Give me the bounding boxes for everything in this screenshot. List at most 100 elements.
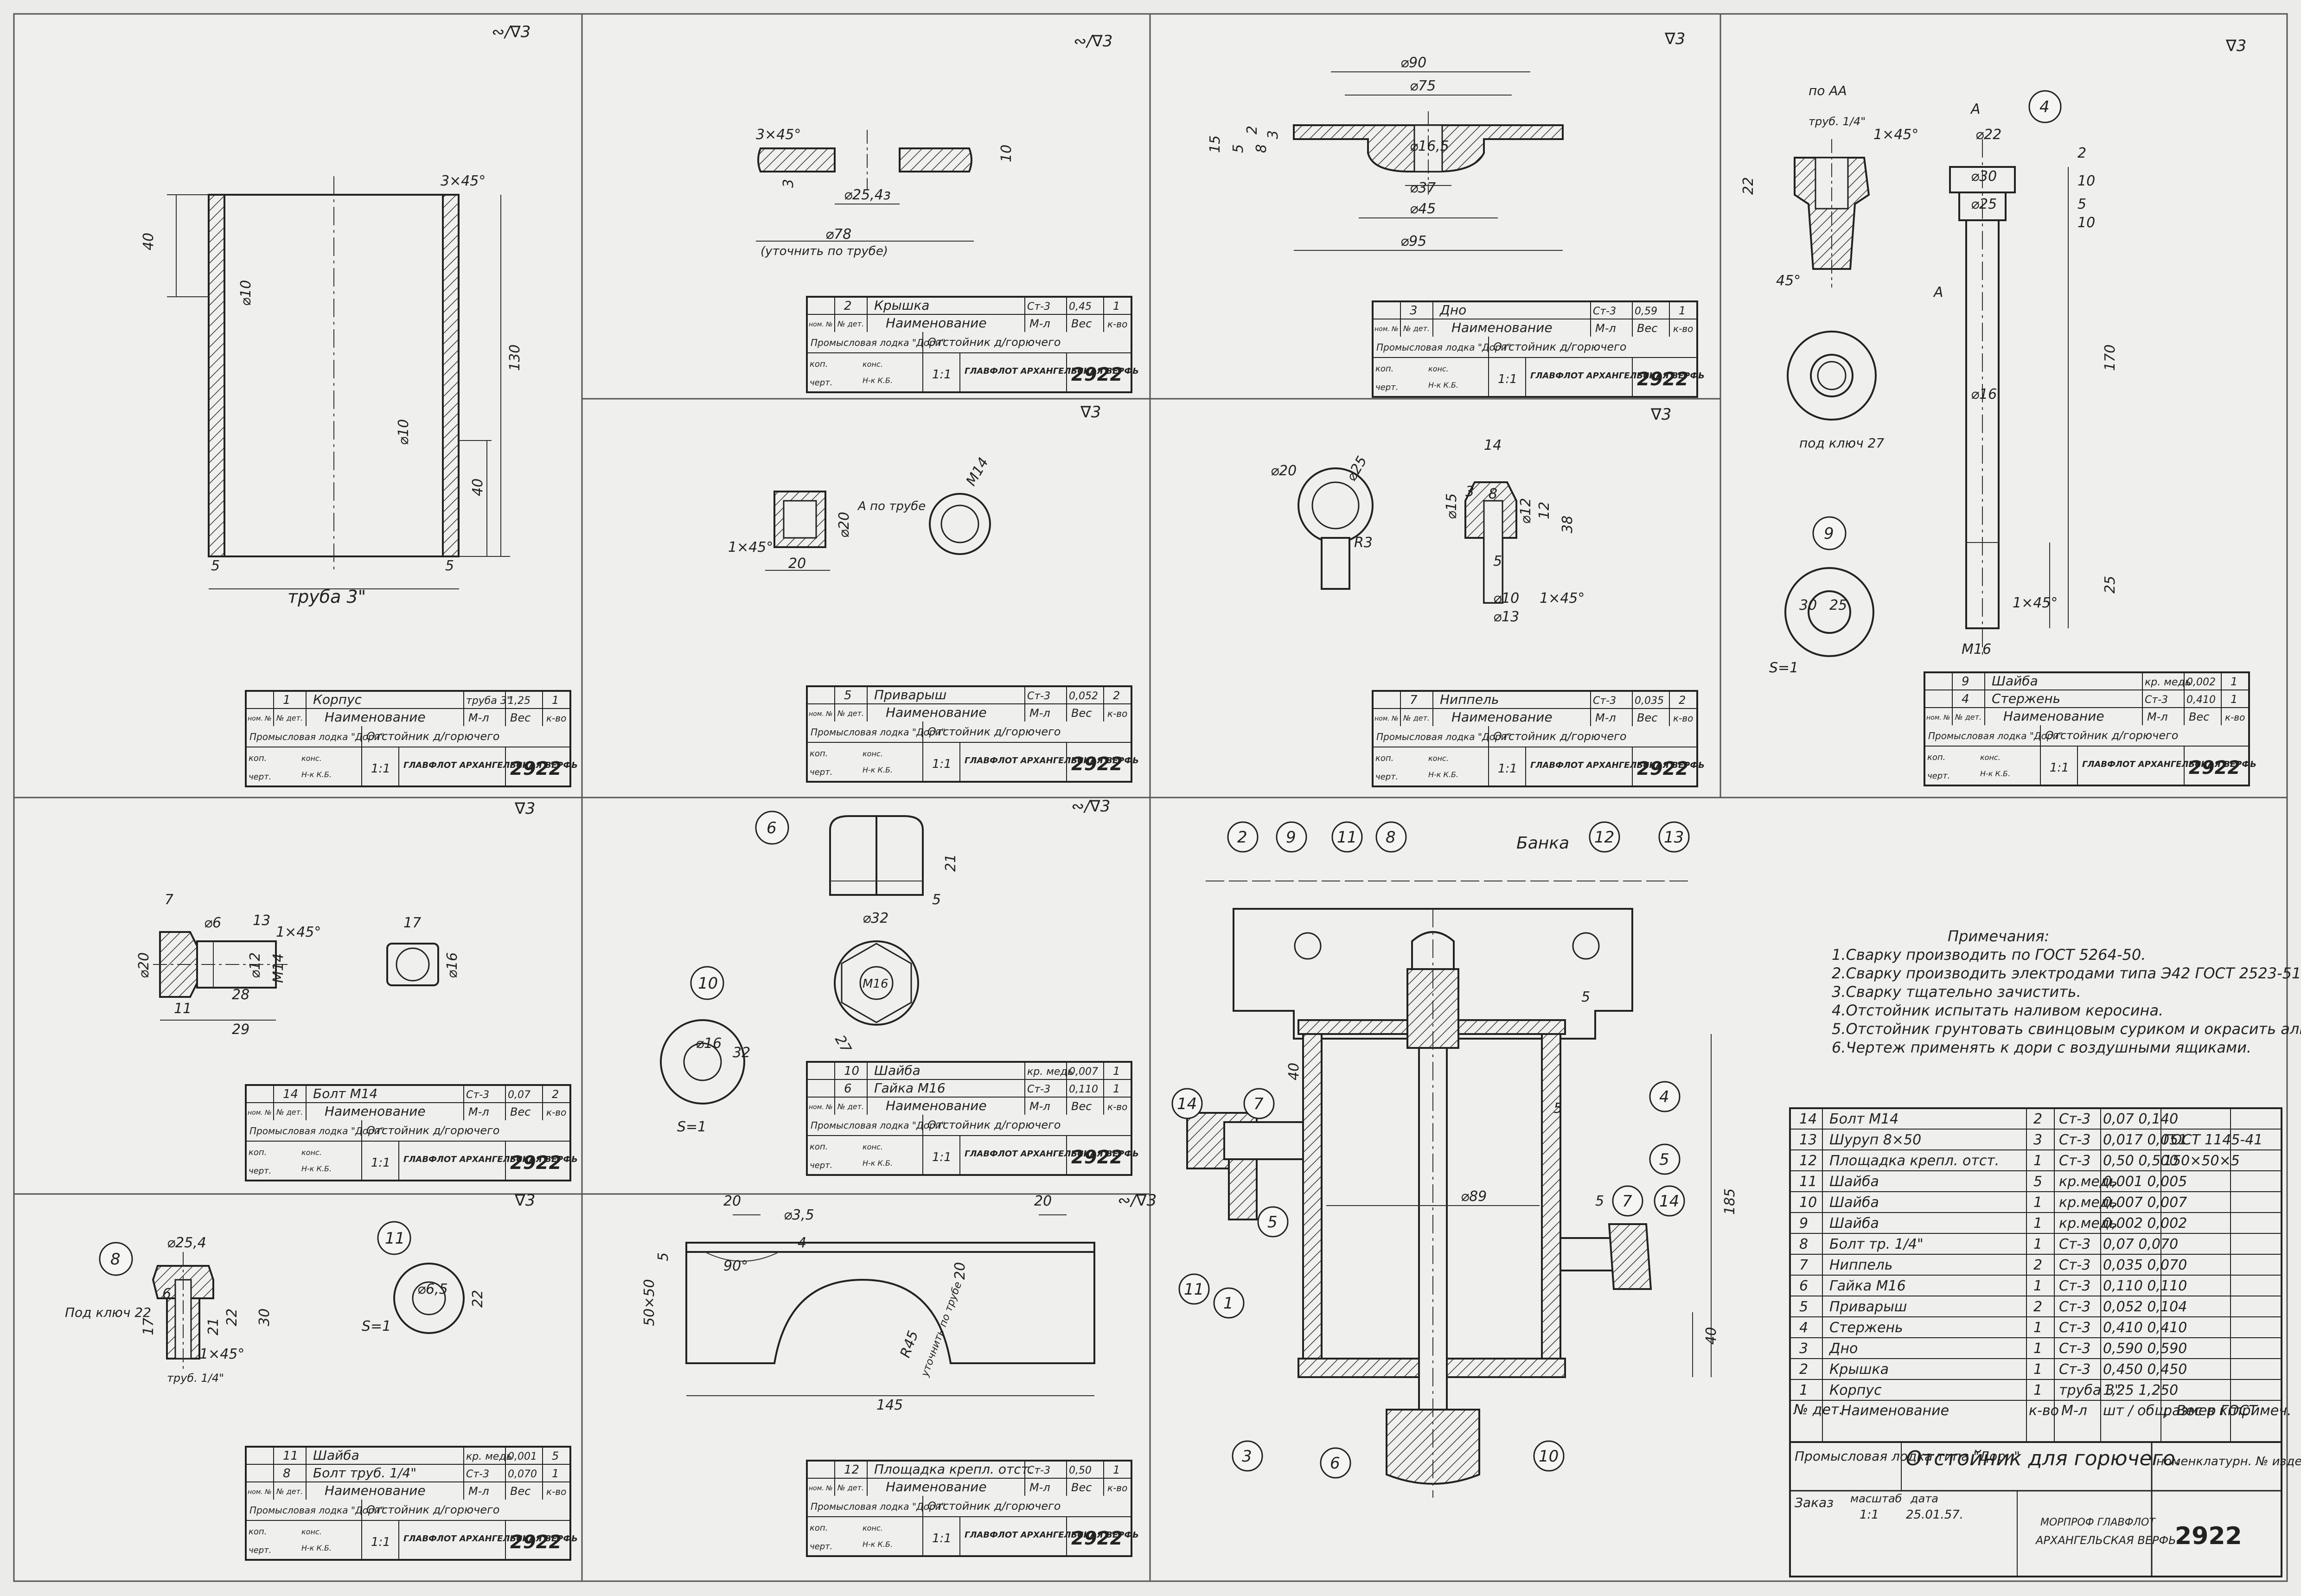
svg-text:Наименование: Наименование	[1451, 709, 1553, 725]
svg-text:0,070: 0,070	[508, 1468, 537, 1480]
svg-text:конс.: конс.	[301, 754, 322, 763]
svg-text:28: 28	[232, 987, 249, 1003]
svg-text:Н-к К.Б.: Н-к К.Б.	[863, 1159, 893, 1168]
svg-text:S=1: S=1	[362, 1318, 391, 1334]
svg-text:труба 3": труба 3"	[466, 695, 511, 707]
part-9-washer-drawing: 9 30 25 S=1	[1769, 516, 1874, 676]
svg-text:2922: 2922	[510, 1532, 562, 1553]
svg-text:∾/∇3: ∾/∇3	[1118, 1191, 1157, 1210]
svg-text:Шайба: Шайба	[874, 1063, 920, 1078]
svg-text:0,035: 0,035	[1635, 695, 1664, 707]
svg-text:8: 8	[110, 1250, 121, 1269]
svg-text:⌀90: ⌀90	[1400, 55, 1426, 71]
bom-qty: 1	[2033, 1320, 2042, 1336]
svg-text:⌀20: ⌀20	[836, 512, 852, 538]
svg-text:0,001: 0,001	[508, 1451, 537, 1462]
svg-text:Наименование: Наименование	[886, 705, 987, 720]
svg-text:21: 21	[943, 854, 959, 872]
svg-text:⌀6: ⌀6	[204, 915, 221, 931]
bom-gost: 150×50×5	[2163, 1153, 2240, 1169]
svg-text:Промысловая лодка "Дори": Промысловая лодка "Дори"	[811, 1501, 946, 1512]
svg-text:10: 10	[1539, 1447, 1559, 1466]
svg-text:№ дет.: № дет.	[276, 714, 303, 722]
svg-text:1:1: 1:1	[932, 1150, 952, 1164]
svg-text:5: 5	[1230, 144, 1246, 153]
svg-text:3: 3	[780, 179, 797, 188]
svg-text:коп.: коп.	[1927, 753, 1945, 762]
svg-text:Отстойник д/горючего: Отстойник д/горючего	[927, 1500, 1061, 1513]
svg-text:⌀16: ⌀16	[696, 1035, 722, 1052]
svg-text:ГЛАВФЛОТ АРХАНГЕЛЬСКАЯ ВЕРФЬ: ГЛАВФЛОТ АРХАНГЕЛЬСКАЯ ВЕРФЬ	[965, 756, 1139, 766]
svg-text:Отстойник д/горючего: Отстойник д/горючего	[927, 1118, 1061, 1131]
svg-text:1×45°: 1×45°	[199, 1346, 244, 1362]
svg-text:к-во: к-во	[1107, 1101, 1127, 1112]
bom-no: 5	[1799, 1299, 1808, 1315]
svg-text:5: 5	[1493, 553, 1502, 569]
bom-qty: 1	[2033, 1382, 2042, 1398]
svg-text:конс.: конс.	[1428, 364, 1449, 373]
bom-name: Шайба	[1829, 1194, 1879, 1211]
svg-text:МОРПРОФ ГЛАВФЛОТ: МОРПРОФ ГЛАВФЛОТ	[2040, 1517, 2156, 1528]
svg-text:к-во: к-во	[546, 1107, 566, 1118]
svg-text:⌀75: ⌀75	[1410, 78, 1436, 94]
svg-text:номенклатурн. № изделия: номенклатурн. № изделия	[2156, 1455, 2301, 1468]
svg-text:1:1: 1:1	[1860, 1508, 1879, 1522]
svg-text:1:1: 1:1	[1498, 762, 1517, 776]
svg-text:25: 25	[2102, 576, 2118, 594]
svg-text:к-во: к-во	[1673, 323, 1693, 334]
svg-text:№ дет.: № дет.	[837, 1483, 864, 1492]
bom-gost: ГОСТ 1145-41	[2163, 1132, 2263, 1148]
svg-text:Промысловая лодка "Дори": Промысловая лодка "Дори"	[811, 337, 946, 348]
svg-text:⌀32: ⌀32	[863, 910, 888, 926]
svg-text:15: 15	[1207, 135, 1223, 153]
svg-text:черт.: черт.	[810, 1542, 832, 1551]
bom-no: 9	[1799, 1215, 1808, 1232]
svg-text:коп.: коп.	[1375, 364, 1393, 374]
svg-text:коп.: коп.	[249, 1527, 267, 1537]
svg-text:3.Сварку тщательно зачистить.: 3.Сварку тщательно зачистить.	[1832, 983, 2081, 1001]
assembly-section-drawing: Банка ⌀89 40 185 40 5 5 5	[1186, 834, 1738, 1498]
svg-text:коп.: коп.	[810, 1142, 828, 1152]
svg-text:М-л: М-л	[1029, 1100, 1050, 1113]
svg-text:3: 3	[1242, 1447, 1252, 1466]
svg-text:25: 25	[1829, 597, 1847, 613]
svg-text:конс.: конс.	[863, 1524, 883, 1532]
svg-text:коп.: коп.	[810, 359, 828, 369]
bom-no: 12	[1799, 1153, 1817, 1169]
bom-material: Ст-3	[2059, 1132, 2090, 1148]
svg-text:3×45°: 3×45°	[756, 127, 801, 143]
svg-text:М-л: М-л	[1595, 711, 1616, 724]
svg-text:29: 29	[232, 1021, 249, 1038]
svg-text:5: 5	[844, 689, 852, 702]
svg-text:ГЛАВФЛОТ АРХАНГЕЛЬСКАЯ ВЕРФЬ: ГЛАВФЛОТ АРХАНГЕЛЬСКАЯ ВЕРФЬ	[965, 1149, 1139, 1159]
svg-text:130: 130	[507, 345, 523, 371]
svg-text:Промысловая лодка "Дори": Промысловая лодка "Дори"	[249, 1125, 384, 1136]
svg-text:10: 10	[844, 1064, 859, 1078]
svg-text:Площадка крепл. отст.: Площадка крепл. отст.	[874, 1462, 1033, 1477]
svg-text:⌀12: ⌀12	[247, 952, 263, 978]
bom-weight: 0,110 0,110	[2103, 1278, 2187, 1294]
main-title-block: Промысловая лодка типа "Дори" Отстойник …	[1789, 1441, 2301, 1577]
svg-text:ном. №: ном. №	[1374, 715, 1399, 722]
svg-text:11: 11	[385, 1229, 405, 1248]
part-4-head-section-and-end-view: по АА труб. 1/4" 22 45° 1×45° под ключ 2…	[1740, 83, 1918, 451]
bom-header-note: примеч.	[2233, 1403, 2292, 1419]
svg-text:1×45°: 1×45°	[1873, 127, 1918, 143]
bom-no: 10	[1799, 1194, 1817, 1211]
svg-text:Банка: Банка	[1516, 834, 1569, 853]
svg-text:8: 8	[1489, 486, 1497, 502]
svg-text:Вес: Вес	[1071, 1100, 1092, 1113]
bom-name: Болт тр. 1/4"	[1829, 1236, 1924, 1252]
svg-text:М-л: М-л	[1595, 322, 1616, 335]
svg-text:⌀20: ⌀20	[1271, 463, 1297, 479]
svg-text:Наименование: Наименование	[325, 1483, 426, 1498]
svg-text:30: 30	[256, 1309, 273, 1326]
svg-text:ном. №: ном. №	[248, 1488, 272, 1496]
svg-text:М-л: М-л	[1029, 707, 1050, 720]
svg-text:5: 5	[932, 892, 941, 908]
svg-text:Шайба: Шайба	[313, 1448, 359, 1463]
part-14-bolt-drawing: 7 ⌀6 13 1×45° ⌀20 ⌀12 M14 28 29 11 17 ⌀1…	[136, 892, 460, 1038]
